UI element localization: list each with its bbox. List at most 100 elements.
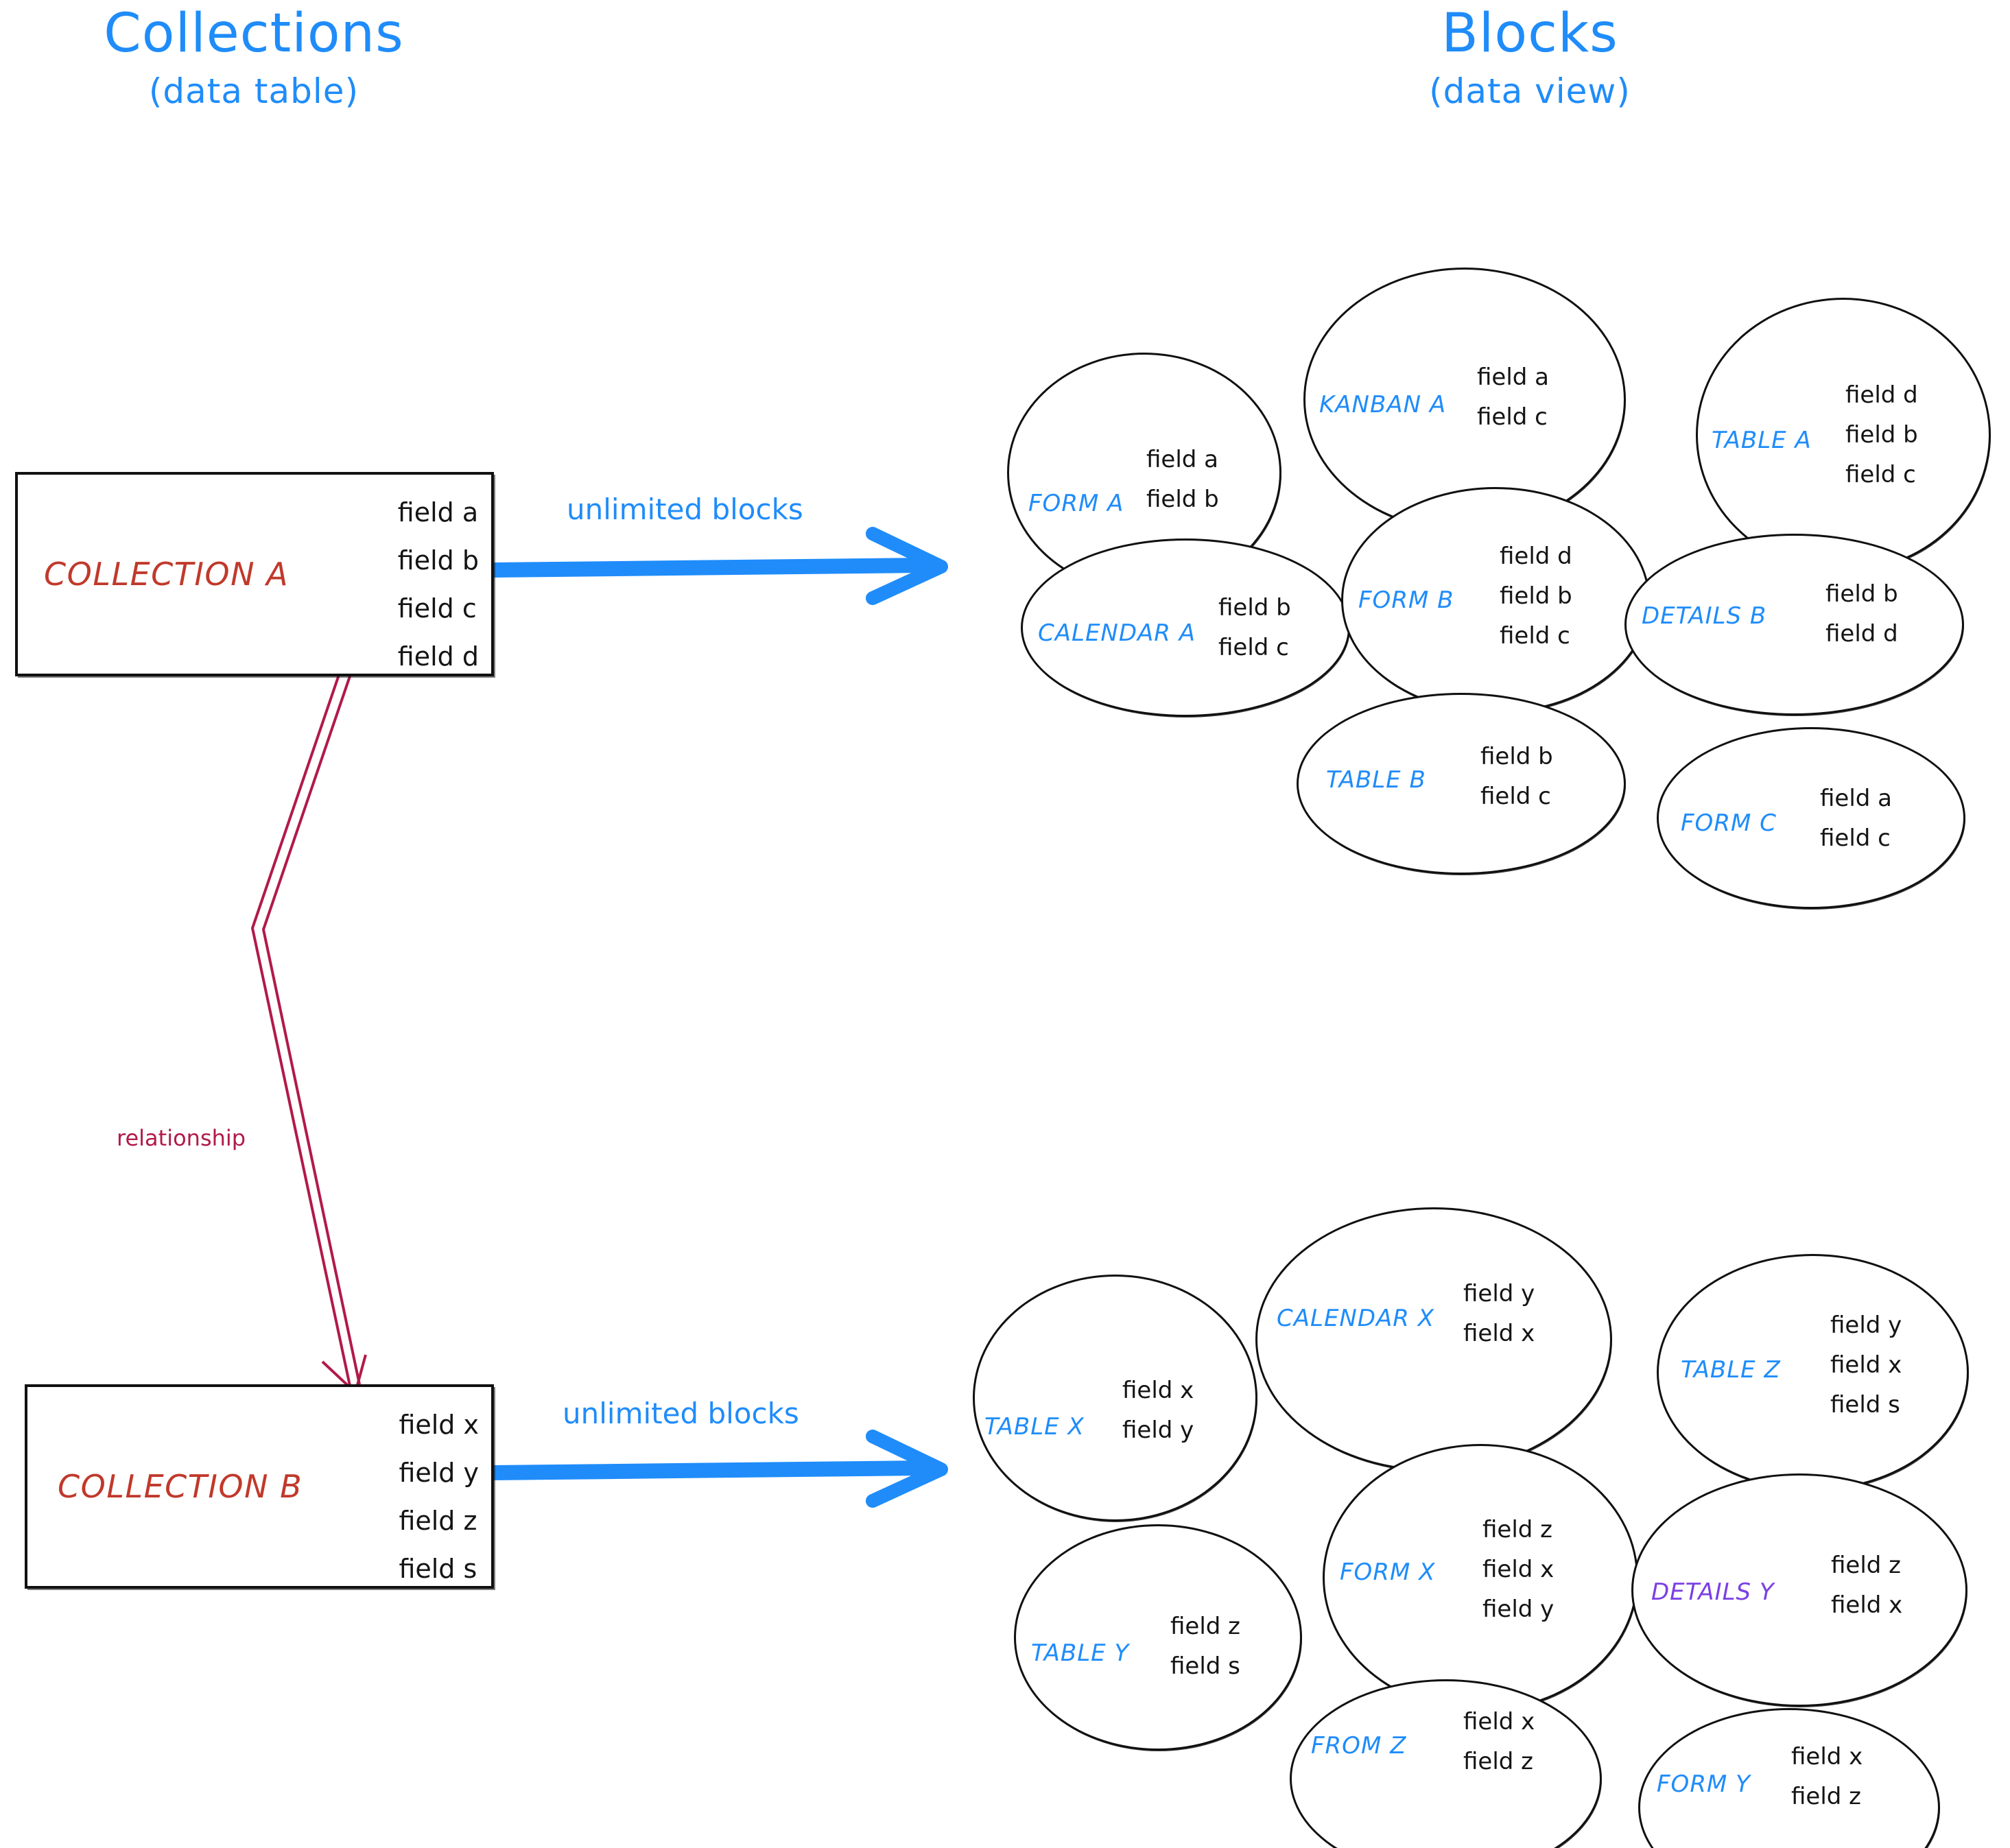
unlimited-blocks-arrow-top [484,527,948,605]
block-field: field x [1463,1708,1535,1736]
collection-b-field: field s [399,1554,477,1584]
block-field: field c [1480,783,1551,811]
block-fields: field b field c [1218,588,1291,667]
block-form-x[interactable]: FORM X field z field x field y [1323,1444,1638,1711]
block-field: field y [1463,1279,1535,1307]
block-field: field a [1146,446,1219,474]
block-details-b[interactable]: DETAILS B field b field d [1624,534,1964,715]
block-label: FORM X [1340,1559,1436,1587]
block-fields: field z field x field y [1482,1510,1554,1629]
block-calendar-a[interactable]: CALENDAR A field b field c [1021,538,1350,717]
block-field: field c [1820,824,1891,852]
block-field: field x [1463,1319,1535,1347]
block-field: field z [1791,1782,1862,1810]
collection-b-name: COLLECTION B [58,1468,303,1505]
collection-b-field: field y [399,1458,479,1488]
unlimited-blocks-label-top: unlimited blocks [567,493,803,526]
collection-b-fields: field x field y field z field s [399,1401,479,1593]
block-fields: field a field c [1477,357,1549,437]
block-table-b[interactable]: TABLE B field b field c [1297,693,1626,875]
block-table-z[interactable]: TABLE Z field y field x field s [1657,1254,1969,1491]
block-field: field z [1831,1552,1902,1580]
block-field: field a [1820,784,1893,812]
block-fields: field y field x field s [1830,1305,1902,1425]
block-field: field s [1170,1652,1240,1680]
collection-a-field: field d [397,641,479,672]
block-label: DETAILS Y [1651,1578,1775,1607]
page-title-collections: Collections (data table) [41,3,466,112]
block-label: TABLE X [984,1413,1085,1441]
collection-box-a[interactable]: COLLECTION A field a field b field c fie… [15,472,494,676]
block-field: field z [1482,1516,1553,1544]
block-field: field b [1218,594,1291,621]
collection-a-field: field c [397,593,477,624]
block-fields: field d field b field c [1845,375,1918,495]
block-form-c[interactable]: FORM C field a field c [1657,727,1965,909]
block-label: FROM Z [1311,1731,1407,1760]
relationship-label: relationship [117,1125,246,1151]
block-label: CALENDAR X [1277,1305,1435,1333]
block-fields: field x field z [1463,1702,1535,1781]
block-fields: field a field c [1820,779,1892,858]
collection-a-fields: field a field b field c field d [398,488,479,680]
block-label: KANBAN A [1319,391,1447,419]
block-fields: field x field z [1791,1737,1863,1816]
block-field: field x [1831,1591,1903,1620]
block-field: field c [1218,634,1289,661]
block-from-z[interactable]: FROM Z field x field z [1290,1679,1602,1848]
block-label: FORM A [1028,489,1124,517]
block-label: FORM C [1681,809,1777,838]
block-field: field y [1482,1596,1554,1624]
block-field: field s [1830,1391,1900,1419]
block-table-a[interactable]: TABLE A field d field b field c [1696,298,1991,572]
block-field: field x [1791,1742,1863,1770]
block-field: field b [1825,580,1898,608]
blocks-title-sub: (data view) [1429,71,1631,112]
block-label: CALENDAR A [1038,619,1196,647]
block-fields: field z field s [1170,1607,1240,1686]
block-field: field b [1480,743,1553,771]
block-details-y[interactable]: DETAILS Y field z field x [1631,1473,1967,1707]
block-table-y[interactable]: TABLE Y field z field s [1014,1524,1302,1751]
block-fields: field y field x [1463,1274,1535,1353]
block-fields: field x field y [1122,1371,1194,1450]
blocks-title-main: Blocks [1441,3,1618,64]
block-label: FORM B [1358,587,1454,614]
block-label: FORM Y [1657,1770,1751,1798]
collection-b-field: field z [399,1506,477,1536]
collection-a-field: field a [397,497,479,528]
block-fields: field b field d [1825,574,1898,654]
block-fields: field b field c [1480,737,1553,816]
unlimited-blocks-label-bottom: unlimited blocks [563,1397,799,1430]
collection-box-b[interactable]: COLLECTION B field x field y field z fie… [25,1384,494,1589]
block-fields: field z field x [1831,1545,1902,1625]
block-fields: field d field b field c [1500,536,1572,656]
block-label: TABLE Y [1031,1639,1130,1667]
block-field: field c [1845,461,1916,488]
block-field: field d [1825,619,1898,648]
block-form-y[interactable]: FORM Y field x field z [1638,1708,1940,1848]
block-field: field b [1845,421,1918,449]
block-field: field x [1830,1351,1902,1379]
block-field: field c [1500,621,1570,650]
block-calendar-x[interactable]: CALENDAR X field y field x [1255,1207,1612,1471]
block-fields: field a field b [1146,440,1219,519]
block-table-x[interactable]: TABLE X field x field y [973,1275,1257,1521]
block-field: field d [1845,381,1918,409]
block-label: TABLE Z [1681,1356,1781,1384]
collection-b-field: field x [399,1410,479,1440]
block-field: field y [1830,1312,1902,1340]
block-field: field a [1477,363,1550,391]
block-field: field d [1500,542,1572,570]
unlimited-blocks-arrow-bottom [484,1430,948,1508]
collections-title-main: Collections [104,3,404,64]
block-field: field b [1146,486,1219,514]
relationship-connector [250,672,367,1395]
page-title-blocks: Blocks (data view) [1290,3,1770,112]
block-kanban-a[interactable]: KANBAN A field a field c [1303,268,1626,532]
block-form-b[interactable]: FORM B field d field b field c [1341,487,1650,713]
block-field: field z [1170,1612,1241,1640]
collections-title-sub: (data table) [148,71,359,112]
collection-a-field: field b [397,545,479,576]
